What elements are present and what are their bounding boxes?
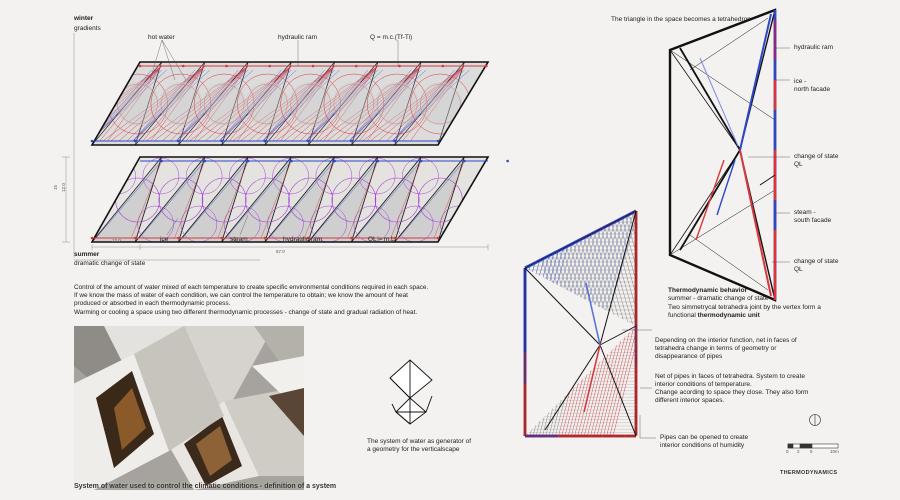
winter-subtitle: gradients: [74, 25, 101, 32]
north-arrow-icon: [809, 414, 821, 426]
label-tetra-change-2: QL: [794, 161, 803, 168]
label-tetra-hydraulic-ram: hydraulic ram: [794, 44, 834, 51]
behavior-line-3-bold: thermodynamic unit: [697, 312, 760, 319]
net-line-2: interior conditions of temperature.: [655, 381, 752, 388]
behavior-line-3-pre: functional: [668, 312, 698, 319]
tetrahedron-pipe-net-colored: [523, 209, 638, 438]
pipes-line-2: interior conditions of humidity: [660, 442, 745, 449]
dim-left: 12.0: [112, 238, 121, 243]
scale-bar-icon: [787, 443, 839, 449]
behavior-line-2: Two simmetrycal tetrahedra joint by the …: [668, 304, 821, 311]
dim-height-b: 12.0: [60, 183, 66, 192]
summer-leader-lines: [166, 214, 379, 241]
interior-line-3: disappearance of pipes: [655, 353, 723, 360]
label-tetra-change-b2: QL: [794, 266, 803, 273]
label-ice: ice: [160, 236, 169, 243]
net-leader-lines: [622, 329, 656, 439]
small-model-caption-2: a geometry for the verticalscape: [367, 446, 460, 453]
summer-title: summer: [74, 251, 100, 258]
footer-title: THERMODYNAMICS: [780, 470, 838, 476]
label-tetra-ice-1: ice -: [794, 78, 807, 85]
label-hydraulic-ram-summer: hydraulic ram: [283, 236, 323, 243]
description-paragraph: Control of the amount of water mixed of …: [74, 284, 494, 317]
label-hydraulic-ram-winter: hydraulic ram: [278, 34, 318, 41]
tetra-title: The triangle in the space becomes a tetr…: [611, 16, 751, 23]
winter-title: winter: [74, 15, 94, 22]
interior-line-1: Depending on the interior function, net …: [655, 337, 797, 344]
description-line-3: produced or absorbed in each thermodynam…: [74, 300, 231, 308]
net-line-1: Net of pipes in faces of tetrahedra. Sys…: [655, 373, 805, 380]
winter-leader-lines: [149, 39, 399, 81]
description-line-2: If we know the mass of water of each con…: [74, 292, 408, 300]
small-tetrahedron-model: [389, 359, 433, 425]
photo-caption: System of water used to control the clim…: [74, 483, 337, 490]
interior-line-2: tetrahedra change in terms of geometry o…: [655, 345, 777, 352]
net-line-4: different interior spaces.: [655, 397, 725, 404]
model-photo-image: [74, 326, 304, 490]
pipes-line-1: Pipes can be opened to create: [660, 434, 749, 441]
label-formula-summer: QL = m.L: [368, 236, 395, 243]
winter-gradients-diagram: [90, 61, 490, 146]
tetrahedron-frame-upper: [668, 8, 777, 302]
label-steam: steam: [230, 236, 248, 243]
dim-height-a: 15: [53, 184, 59, 191]
description-line-1: Control of the amount of water mixed of …: [74, 284, 429, 291]
behavior-line-3: functional thermodynamic unit: [668, 312, 760, 320]
label-tetra-steam-1: steam -: [794, 209, 816, 216]
behavior-line-1: summer - dramatic change of state: [668, 295, 769, 302]
label-tetra-change-1: change of state: [794, 153, 839, 160]
model-photo: [74, 326, 304, 490]
dimension-lines: [62, 33, 489, 261]
behavior-title: Thermodynamic behavior: [668, 287, 748, 294]
label-tetra-change-b1: change of state: [794, 258, 839, 265]
dim-total: 67.0: [276, 249, 285, 254]
scale-tick-0: 0: [786, 449, 789, 454]
label-hot-water: hot water: [148, 34, 175, 41]
tetra-leader-lines: [748, 47, 790, 263]
scale-tick-3: 10m: [830, 449, 839, 454]
small-model-caption-1: The system of water as generator of: [367, 438, 472, 445]
summer-subtitle: dramatic change of state: [74, 260, 146, 267]
label-tetra-ice-2: north facade: [794, 86, 831, 93]
label-tetra-steam-2: south facade: [794, 217, 832, 224]
summer-change-of-state-diagram: [90, 156, 509, 243]
scale-tick-1: 2: [797, 449, 800, 454]
description-line-4: Warming or cooling a space using two dif…: [74, 308, 418, 316]
scale-tick-2: 5: [810, 449, 813, 454]
label-formula-winter: Q = m.c.(Tf-Ti): [370, 34, 413, 41]
net-line-3: Change acording to space they close. The…: [655, 389, 809, 396]
